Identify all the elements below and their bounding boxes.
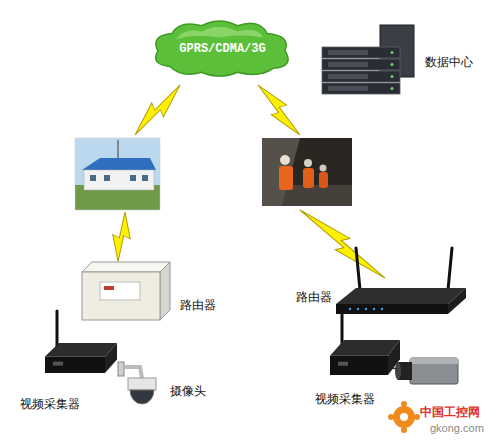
collector-top [45,343,117,357]
router-top [82,262,170,272]
node-outline [82,262,170,320]
device-label: 摄像头 [170,384,206,398]
server-led [391,63,394,66]
router-led [365,308,367,310]
server-unit [322,71,400,82]
router-front [82,272,160,320]
watermark: 中国工控网 [420,406,480,419]
site-photo [75,138,160,210]
server-led [391,51,394,54]
router-box: 路由器 [82,262,170,320]
cloud-highlight [176,27,263,40]
router-top [336,288,466,304]
node-outline [118,362,158,407]
wall-mount [118,362,124,376]
mine-photo [262,138,352,206]
antenna [356,248,360,290]
mount-arm [124,367,142,378]
node-outline [330,340,400,375]
antenna [341,308,344,346]
router-led [357,308,359,310]
node-outline [322,25,417,97]
device-label: 数据中心 [425,55,473,69]
server-led [391,75,394,78]
router-logo [104,286,114,290]
video-collector: 视频采集器 [330,340,400,375]
dome-housing [128,378,156,390]
watermark-gear [388,401,420,433]
watermark: gkong.com [430,422,484,435]
router-led [349,308,351,310]
collector-port [53,362,63,366]
dome-lens [130,390,154,404]
router-led [381,308,383,310]
server-panel [328,50,368,55]
node-outline [336,282,466,318]
router-front [336,304,448,314]
device-label: 视频采集器 [315,392,375,406]
device-label: 路由器 [296,290,332,304]
collector-top [330,340,400,356]
server-unit [322,47,400,58]
router-side [448,288,466,314]
server-unit [322,83,400,94]
collector-port [338,362,348,366]
server-unit [322,59,400,70]
network-cloud: GPRS/CDMA/3G [150,18,295,80]
router-box: 路由器 [336,282,466,318]
collector-side [388,340,400,375]
collector-front [330,356,388,375]
data-center-server: 数据中心 [322,25,417,97]
router-side [160,262,170,320]
device-label: 视频采集器 [20,397,80,411]
server-panel [328,62,368,67]
router-led [373,308,375,310]
collector-side [105,343,117,373]
node-outline [45,343,117,373]
dome-camera: 摄像头 [118,362,158,407]
network-label: GPRS/CDMA/3G [150,18,295,80]
router-sticker [100,282,140,300]
collector-front [45,357,105,374]
server-panel [328,86,368,91]
server-panel [328,74,368,79]
antenna [56,311,59,349]
antenna [448,248,452,290]
server-led [391,87,394,90]
device-label: 路由器 [180,298,216,312]
video-collector: 视频采集器 [45,343,117,373]
